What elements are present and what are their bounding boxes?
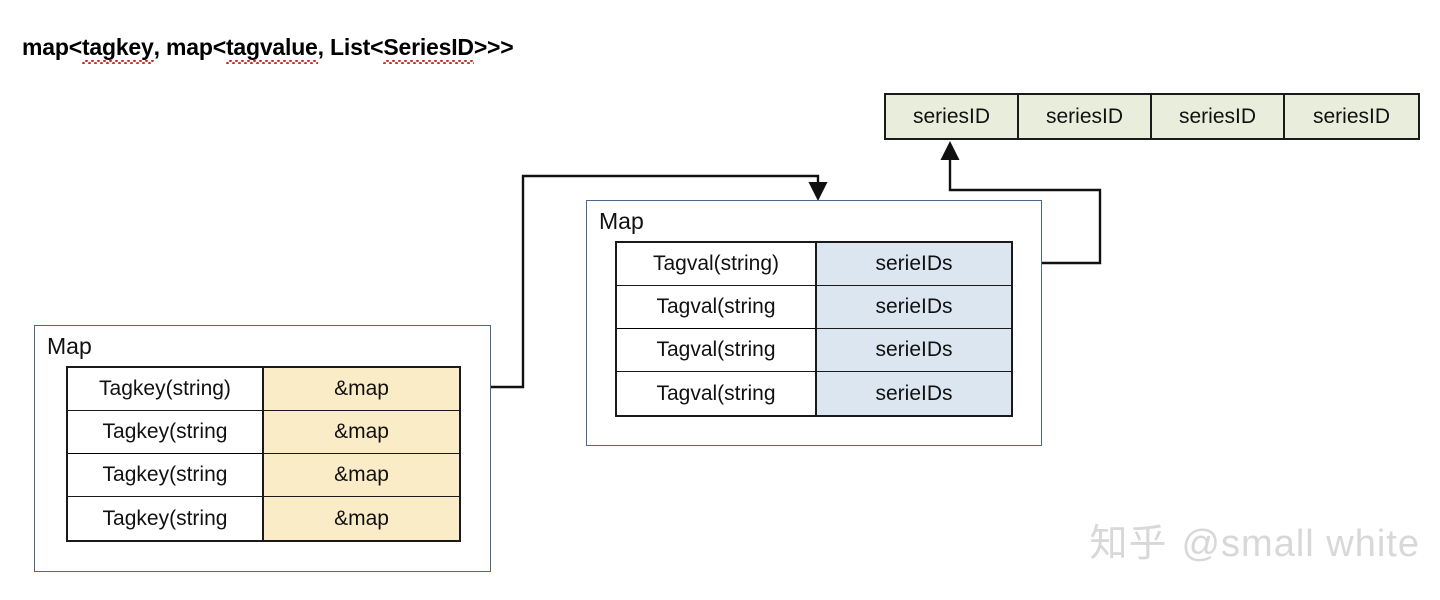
watermark-site-name: 知乎: [1089, 523, 1168, 565]
table-row[interactable]: Tagval(string serieIDs: [617, 329, 1011, 372]
tagkey-key-cell: Tagkey(string: [68, 497, 264, 540]
table-row[interactable]: Tagval(string) serieIDs: [617, 243, 1011, 286]
page-title: map<tagkey, map<tagvalue, List<SeriesID>…: [22, 34, 514, 64]
tagval-value-cell: serieIDs: [817, 372, 1011, 415]
tagval-table: Tagval(string) serieIDs Tagval(string se…: [615, 241, 1013, 417]
table-row[interactable]: Tagval(string serieIDs: [617, 286, 1011, 331]
tagval-map-label: Map: [599, 208, 644, 234]
tagval-key-cell: Tagval(string: [617, 329, 817, 371]
title-suffix: >>>: [473, 34, 514, 60]
tagkey-key-cell: Tagkey(string): [68, 368, 264, 410]
tagkey-map-label: Map: [47, 333, 92, 359]
tagkey-value-cell: &map: [264, 368, 459, 410]
tagval-value-cell: serieIDs: [817, 243, 1011, 285]
table-row[interactable]: Tagkey(string &map: [68, 454, 459, 497]
tagkey-key-cell: Tagkey(string: [68, 411, 264, 456]
title-token-seriesid: SeriesID: [383, 34, 475, 64]
title-mid-2: , List<: [317, 34, 384, 60]
watermark-handle: @small white: [1181, 523, 1420, 565]
title-token-tagvalue: tagvalue: [225, 34, 318, 64]
seriesid-cell[interactable]: seriesID: [1285, 95, 1418, 138]
title-prefix: map<: [22, 34, 82, 60]
tagkey-value-cell: &map: [264, 497, 459, 540]
title-token-tagkey: tagkey: [81, 34, 154, 64]
tagval-key-cell: Tagval(string: [617, 286, 817, 331]
seriesid-cell[interactable]: seriesID: [1019, 95, 1152, 138]
table-row[interactable]: Tagkey(string &map: [68, 411, 459, 456]
tagkey-key-cell: Tagkey(string: [68, 454, 264, 496]
tagkey-value-cell: &map: [264, 454, 459, 496]
tagkey-value-cell: &map: [264, 411, 459, 453]
table-row[interactable]: Tagkey(string) &map: [68, 368, 459, 411]
table-row[interactable]: Tagval(string serieIDs: [617, 372, 1011, 415]
tagval-key-cell: Tagval(string): [617, 243, 817, 285]
title-mid-1: , map<: [153, 34, 227, 60]
tagkey-table: Tagkey(string) &map Tagkey(string &map T…: [66, 366, 461, 542]
tagval-value-cell: serieIDs: [817, 329, 1011, 371]
watermark: 知乎 @small white: [1089, 512, 1420, 567]
tagval-key-cell: Tagval(string: [617, 372, 817, 415]
tagval-value-cell: serieIDs: [817, 286, 1011, 328]
seriesid-list-strip: seriesID seriesID seriesID seriesID: [884, 93, 1420, 140]
seriesid-cell[interactable]: seriesID: [1152, 95, 1285, 138]
seriesid-cell[interactable]: seriesID: [886, 95, 1019, 138]
table-row[interactable]: Tagkey(string &map: [68, 497, 459, 540]
